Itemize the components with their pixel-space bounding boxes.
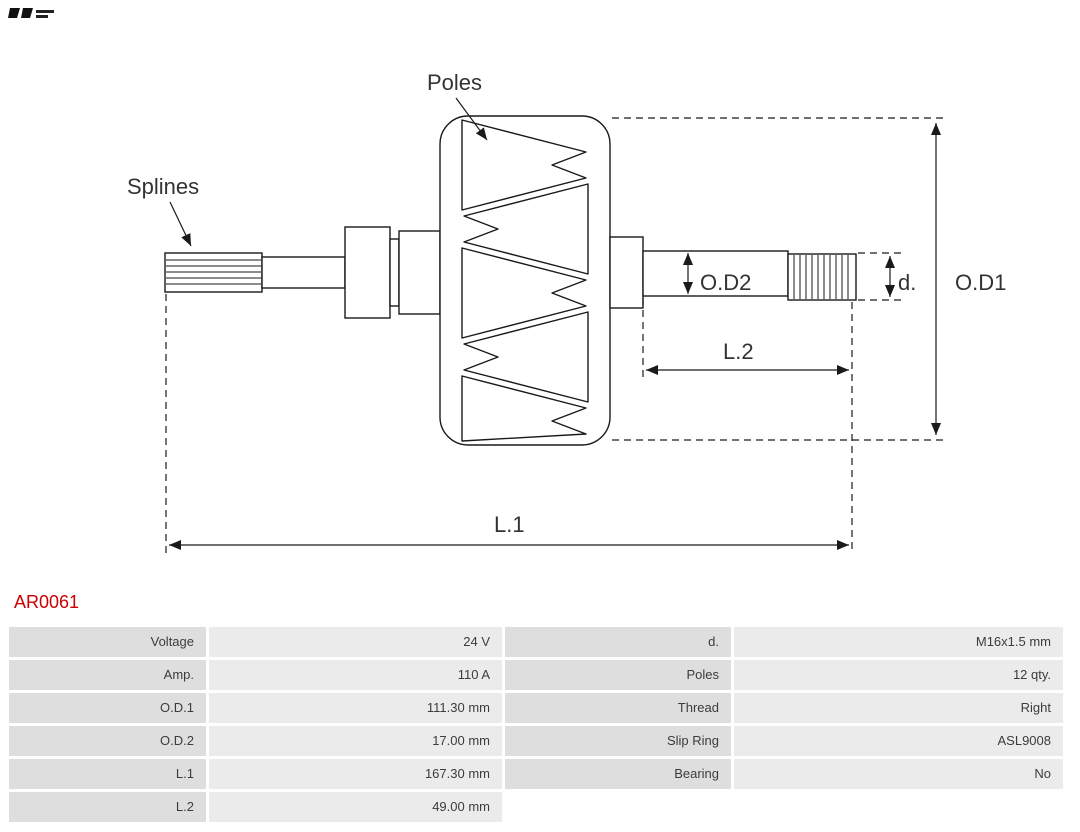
spec-value: Right	[734, 693, 1063, 723]
splines-pointer-arrow	[169, 201, 192, 247]
collar-groove	[389, 238, 400, 307]
spec-label: Bearing	[505, 759, 731, 789]
thread-lines	[793, 255, 849, 299]
l1-label: L.1	[494, 512, 525, 537]
poles-label: Poles	[427, 70, 482, 95]
collar-2	[398, 230, 441, 315]
spec-value: ASL9008	[734, 726, 1063, 756]
spec-table: Voltage 24 V d. M16x1.5 mm Amp. 110 A Po…	[9, 627, 1071, 822]
collar-3	[609, 236, 644, 309]
spec-value: 12 qty.	[734, 660, 1063, 690]
splines-label: Splines	[127, 174, 199, 199]
d-label: d.	[898, 270, 916, 295]
spec-label: L.2	[9, 792, 206, 822]
poles-pointer-arrow	[455, 97, 488, 141]
spec-label: Slip Ring	[505, 726, 731, 756]
left-shaft	[261, 256, 346, 289]
spec-value: 17.00 mm	[209, 726, 502, 756]
spec-value: 111.30 mm	[209, 693, 502, 723]
rotor-body	[164, 115, 857, 446]
spec-label: Poles	[505, 660, 731, 690]
spec-label: O.D.2	[9, 726, 206, 756]
claw-poles	[461, 119, 589, 442]
spec-label: Amp.	[9, 660, 206, 690]
spline-lines	[166, 259, 261, 285]
spec-value: 167.30 mm	[209, 759, 502, 789]
spec-label: L.1	[9, 759, 206, 789]
spec-label: Voltage	[9, 627, 206, 657]
spec-value: M16x1.5 mm	[734, 627, 1063, 657]
brand-logo	[8, 8, 54, 18]
part-number: AR0061	[14, 592, 80, 612]
l2-label: L.2	[723, 339, 754, 364]
spec-value: 24 V	[209, 627, 502, 657]
spec-label: Thread	[505, 693, 731, 723]
extension-lines	[165, 117, 946, 553]
empty-cell	[505, 792, 731, 822]
empty-cell	[734, 792, 1063, 822]
spec-value: 49.00 mm	[209, 792, 502, 822]
dimension-lines	[169, 97, 941, 550]
spec-label: d.	[505, 627, 731, 657]
spec-value: 110 A	[209, 660, 502, 690]
od1-label: O.D1	[955, 270, 1006, 295]
thread-section	[787, 253, 857, 301]
spec-value: No	[734, 759, 1063, 789]
od2-label: O.D2	[700, 270, 751, 295]
right-shaft	[642, 250, 789, 297]
spec-label: O.D.1	[9, 693, 206, 723]
rotor-technical-drawing: Poles Splines O.D2 d. O.D1 L.2 L.1	[127, 70, 1006, 553]
collar-1	[344, 226, 391, 319]
